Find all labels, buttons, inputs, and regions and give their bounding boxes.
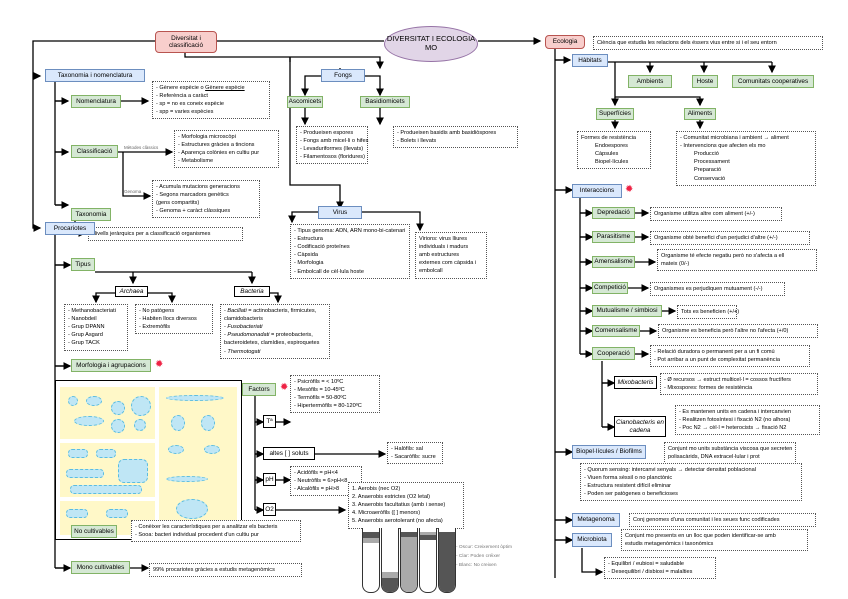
virions-note: Virions: virus lliures individuals i mad…: [415, 232, 487, 279]
classic-notes: - Morfologia microscòpi - Estructures gr…: [174, 130, 279, 169]
gear-icon: ✹: [625, 184, 634, 195]
virus-notes: - Tipus genoma: ADN, ARN mono-bi-catenar…: [290, 224, 410, 279]
biopelicules-node[interactable]: Biopel·lícules / Biofilms: [572, 445, 646, 459]
o2-notes: 1. Aerobis (nec O2) 2. Anaerobis estrict…: [348, 482, 464, 529]
biopelicules-notes: - Quorum sensing: intercanvi senyals → d…: [580, 463, 802, 502]
microbiota-definition: Conjunt mo presents en un lloc que poden…: [621, 529, 808, 552]
ascomicets-notes: - Produeixen espores - Fongs amb micel·l…: [296, 126, 368, 165]
diversitat-node[interactable]: Diversitat i classificació: [155, 31, 217, 53]
parasitisme-note: Organisme obté benefici d'un perjudici d…: [650, 231, 810, 246]
central-topic[interactable]: DIVERSITAT I ECOLOGIA MO: [384, 26, 478, 62]
ecologia-node[interactable]: Ecologia: [545, 35, 585, 49]
mixobacteris-notes: - Ø recursos → estruct multicel·l = coss…: [660, 373, 818, 396]
mono-cultivables-note: 99% procariotes gràcies a estudis metage…: [149, 563, 302, 578]
amensalisme-node[interactable]: Amensalisme: [592, 256, 635, 268]
factors-node[interactable]: Factors: [242, 383, 276, 396]
biopelicules-definition: Conjunt mo units substància viscosa que …: [664, 442, 796, 465]
comunitats-node[interactable]: Comunitats cooperatives: [732, 75, 814, 88]
mutualisme-note: Tots es beneficien (+/+): [677, 305, 739, 320]
tube-5: [438, 528, 456, 593]
tipus-node[interactable]: Tipus: [71, 258, 95, 271]
cianobacteris-notes: - Es mantenen units en cadena i intercan…: [675, 405, 820, 436]
gear-icon: ✹: [280, 382, 289, 393]
depredacio-node[interactable]: Depredació: [592, 207, 635, 219]
ecologia-definition: Ciència que estudia les relacions dels é…: [593, 36, 823, 51]
tube-1: [362, 528, 380, 593]
solut-notes: - Halòfils: sal - Sacaròfils: sucre: [387, 442, 443, 465]
basidiomicets-notes: - Produeixen basidis amb basidiòspores -…: [393, 126, 518, 149]
edge-label-genoma: Genoma: [124, 189, 142, 194]
nomenclatura-notes: - Gènere espècie o Gènere espècie - Refe…: [152, 81, 270, 120]
interaccions-node[interactable]: Interaccions: [572, 184, 622, 198]
superficies-node[interactable]: Superfícies: [596, 108, 634, 120]
no-cultivables-node[interactable]: No cultivables: [71, 525, 117, 538]
gear-icon: ✹: [155, 359, 164, 370]
cianobacteris-node[interactable]: Cianobacteris en cadena: [614, 416, 666, 437]
tube-4: [419, 528, 437, 593]
bacteria-node[interactable]: Bacteria: [234, 286, 270, 297]
metagenoma-note: Conj genomes d'una comunitat i les seues…: [629, 513, 816, 528]
cooperacio-note: - Relació duradora o permanent per a un …: [650, 345, 810, 368]
taxonomia-node[interactable]: Taxonomia i nomenclatura: [45, 69, 145, 82]
o2-node[interactable]: O2: [263, 503, 276, 516]
aliments-node[interactable]: Aliments: [684, 108, 716, 120]
classificacio-node[interactable]: Classificació: [71, 145, 118, 158]
archaea-node[interactable]: Archaea: [115, 286, 148, 297]
temp-node[interactable]: Tª: [263, 415, 276, 428]
genoma-notes: - Acumula mutacions generacions - Segons…: [152, 180, 260, 219]
taxonomia-note: Nivells jeràrquics per a classificació o…: [88, 227, 243, 242]
superficies-notes: Formes de resistència Endoespores Càpsul…: [577, 131, 651, 170]
amensalisme-note: Organisme té efecte negatiu però no s'af…: [657, 249, 817, 272]
parasitisme-node[interactable]: Parasitisme: [592, 231, 635, 243]
mutualisme-node[interactable]: Mutualisme / simbiosi: [592, 305, 662, 317]
tube-2: [381, 528, 399, 593]
aliments-notes: - Comunitat microbiana i ambient → alime…: [676, 131, 816, 186]
comensalisme-note: Organisme es beneficia però l'altre no l…: [658, 324, 818, 339]
microbiota-notes: - Equilibri / eubiosi = saludable - Dese…: [604, 557, 716, 580]
taxonomia-sub-node[interactable]: Taxonomia: [71, 208, 111, 221]
tube-3: [400, 528, 418, 593]
bacteria-notes: - Bacillati = actinobacteris, firmicutes…: [220, 304, 330, 359]
competicio-node[interactable]: Competició: [592, 282, 628, 294]
morfologia-node[interactable]: Morfologia i agrupacions: [71, 359, 151, 372]
depredacio-note: Organisme utilitza altre com aliment (+/…: [650, 207, 782, 222]
no-cultivables-notes: - Conèixer les característiques per a an…: [131, 520, 301, 543]
habitats-node[interactable]: Hàbitats: [572, 54, 608, 67]
morphology-image: [55, 380, 242, 540]
temp-notes: - Psicròfils = < 10ºC - Mesòfils = 10-45…: [290, 375, 380, 414]
procariotes-node[interactable]: Procariotes: [45, 222, 95, 235]
ambients-node[interactable]: Ambients: [628, 75, 672, 88]
competicio-note: Organismes es perjudiquen mutuament (-/-…: [650, 282, 785, 297]
microbiota-node[interactable]: Microbiota: [572, 533, 612, 547]
ascomicets-node[interactable]: Ascomicets: [287, 96, 323, 108]
comensalisme-node[interactable]: Comensalisme: [592, 325, 640, 337]
virus-node[interactable]: Virus: [318, 206, 362, 219]
edge-label-classic: Mètodes clàssics: [124, 145, 159, 150]
archaea-traits: - No patògens - Habiten llocs diversos -…: [135, 304, 213, 335]
mixobacteris-node[interactable]: Mixobacteris: [614, 376, 657, 389]
mono-cultivables-node[interactable]: Mono cultivables: [71, 561, 130, 574]
metagenoma-node[interactable]: Metagenoma: [572, 513, 620, 527]
basidiomicets-node[interactable]: Basidiomicets: [360, 96, 410, 108]
tube-legend: - Oscur: Creixement òptim - Clar: Poden …: [456, 545, 512, 569]
ph-notes: - Acidòfils = pH<4 - Neutròfils = 6>pH<8…: [290, 466, 362, 497]
cooperacio-node[interactable]: Cooperació: [592, 347, 635, 360]
archaea-groups: - Methanobacteriati - Nanobdeil - Grup D…: [64, 304, 128, 351]
nomenclatura-node[interactable]: Nomenclatura: [71, 95, 121, 108]
fongs-node[interactable]: Fongs: [321, 69, 365, 82]
ph-node[interactable]: pH: [263, 473, 276, 486]
solut-node[interactable]: altes [ ] soluts: [263, 447, 315, 460]
hoste-node[interactable]: Hoste: [692, 75, 718, 88]
